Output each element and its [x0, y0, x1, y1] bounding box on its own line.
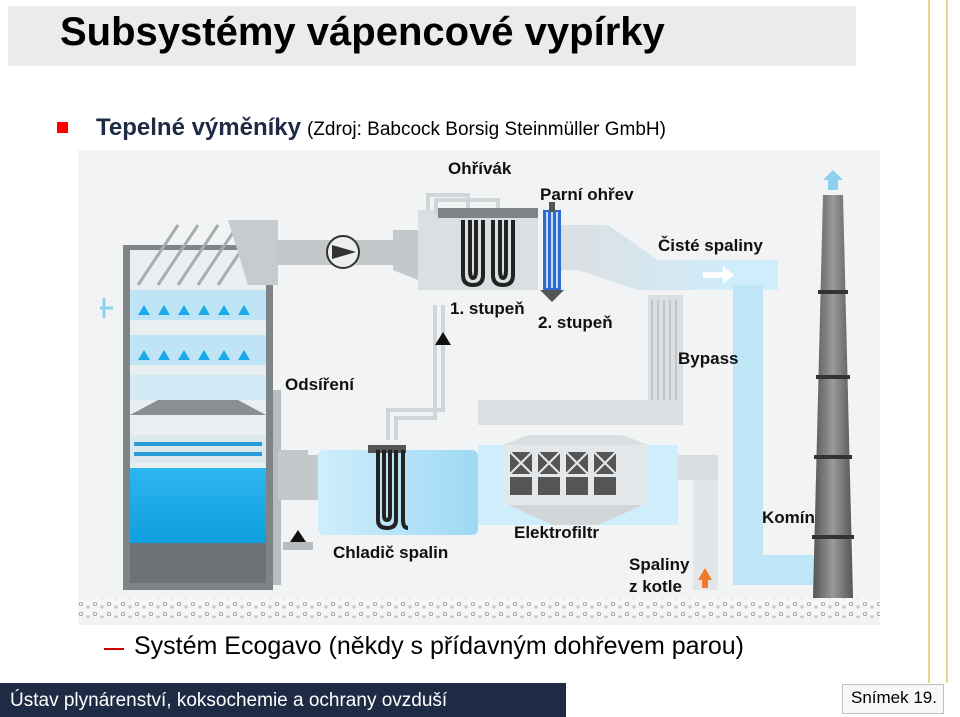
chimney	[812, 170, 854, 598]
slide-number-box	[842, 684, 944, 714]
flow-arrow	[703, 266, 734, 284]
flue-gas-cooler	[318, 445, 478, 535]
water-loop	[386, 193, 500, 440]
label-elektrofiltr: Elektrofiltr	[514, 523, 599, 542]
label-chladic-spalin: Chladič spalin	[333, 543, 448, 562]
bullet-text: Tepelné výměníky(Zdroj: Babcock Borsig S…	[96, 114, 666, 142]
label-komin: Komín	[762, 508, 815, 527]
caption: Systém Ecogavo (někdy s přídavným dohřev…	[134, 632, 744, 660]
bullet-source: (Zdroj: Babcock Borsig Steinmüller GmbH)	[306, 119, 666, 140]
pump-base	[283, 542, 313, 550]
label-parni-ohrev: Parní ohřev	[540, 185, 634, 204]
bypass-duct	[478, 295, 683, 425]
reheater-housing	[418, 202, 564, 302]
bullet-square-icon	[57, 122, 68, 133]
pump-icon	[435, 332, 451, 345]
hot-gas-arrow-icon	[698, 568, 712, 588]
caption-dash	[104, 648, 124, 650]
label-ohrivak: Ohřívák	[448, 159, 512, 178]
label-z-kotle: z kotle	[629, 577, 682, 596]
scrubber-tower	[100, 220, 301, 590]
electrostatic-precipitator	[478, 435, 718, 590]
fan-arrow	[332, 245, 356, 259]
footer-bar	[0, 683, 566, 717]
slide-title: Subsystémy vápencové vypírky	[60, 10, 665, 54]
decorative-line	[928, 0, 930, 683]
slide-number: Snímek 19.	[851, 688, 937, 707]
label-spaliny: Spaliny	[629, 555, 690, 574]
ground-texture	[78, 598, 880, 618]
label-odsireni: Odsíření	[285, 375, 355, 394]
pump-icon	[290, 530, 306, 542]
title-bar	[8, 6, 856, 66]
bullet-heading: Tepelné výměníky	[96, 114, 301, 141]
label-stupen-1: 1. stupeň	[450, 299, 525, 318]
exhaust-arrow-icon	[823, 170, 843, 190]
label-ciste-spaliny: Čisté spaliny	[658, 236, 763, 255]
label-stupen-2: 2. stupeň	[538, 313, 613, 332]
label-bypass: Bypass	[678, 349, 738, 368]
ecogavo-diagram: Ohřívák Parní ohřev Čisté spaliny 1. stu…	[78, 150, 880, 625]
decorative-line	[946, 0, 948, 683]
clean-gas-duct	[561, 225, 818, 585]
footer-institution: Ústav plynárenství, koksochemie a ochran…	[10, 690, 448, 711]
